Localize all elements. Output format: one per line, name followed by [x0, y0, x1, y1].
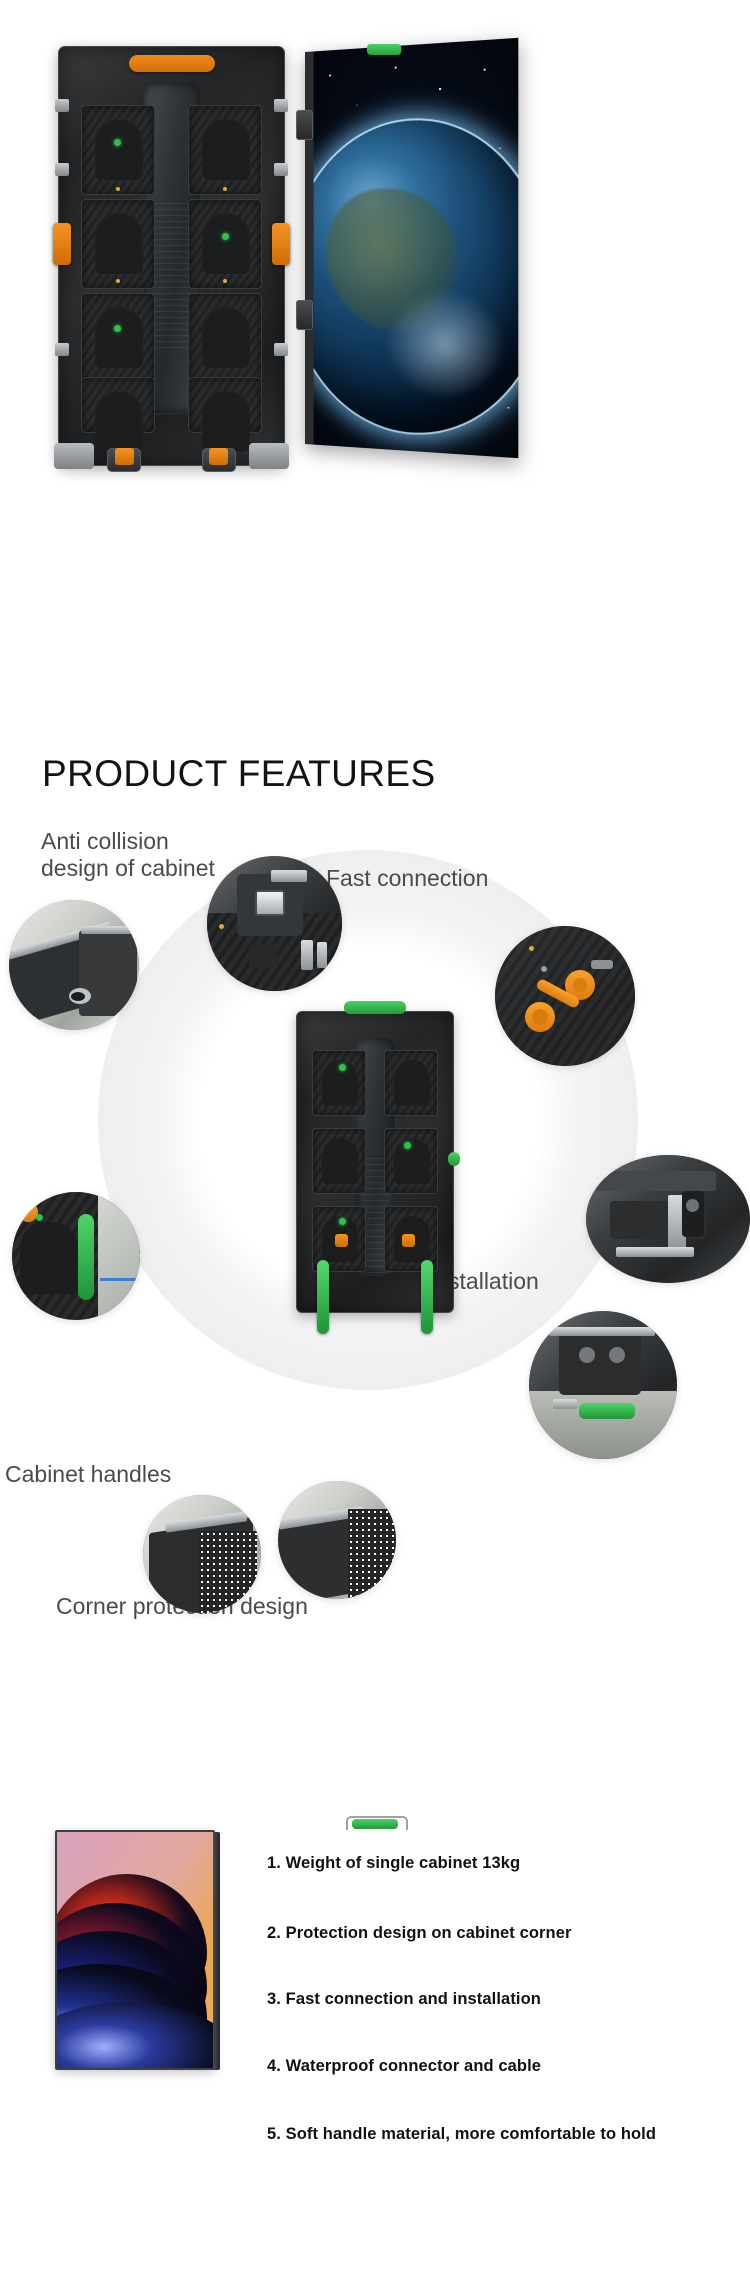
green-top-handle — [344, 1001, 406, 1014]
feature-center-cabinet-image — [296, 1011, 454, 1313]
spec-item-5: 5. Soft handle material, more comfortabl… — [267, 2125, 656, 2144]
earth-atmosphere-glow — [305, 112, 518, 443]
spec-item-3: 3. Fast connection and installation — [267, 1990, 541, 2009]
spec-item-2: 2. Protection design on cabinet corner — [267, 1924, 572, 1943]
status-led-green — [114, 325, 121, 332]
product-image-led-panel — [55, 1830, 215, 2070]
status-led-amber — [223, 187, 227, 191]
corner-plate — [54, 443, 94, 469]
bubble-fast-connection — [495, 926, 635, 1066]
bubble-anti-collision — [9, 900, 139, 1030]
orange-latch — [53, 223, 71, 265]
metal-latch — [274, 163, 288, 176]
metal-latch — [55, 99, 69, 112]
cabinet-module — [384, 1128, 438, 1194]
cabinet-module — [81, 105, 155, 195]
side-bracket — [296, 300, 313, 330]
bubble-top-connector — [207, 856, 342, 991]
orange-latch — [402, 1234, 415, 1247]
spec-item-1: 1. Weight of single cabinet 13kg — [267, 1854, 520, 1873]
rj45-port-icon — [255, 890, 285, 916]
orange-latch — [335, 1234, 348, 1247]
side-bracket — [296, 110, 313, 140]
cabinet-module — [188, 377, 262, 433]
product-features-section: PRODUCT FEATURES Anti collision design o… — [0, 495, 750, 1770]
product-image-cabinet-rear — [58, 46, 285, 466]
cabinet-module — [188, 199, 262, 289]
status-led-green — [339, 1064, 346, 1071]
corner-plate — [249, 443, 289, 469]
cabinet-module — [81, 377, 155, 433]
metal-latch — [274, 343, 288, 356]
panel-side-edge — [213, 1832, 220, 2070]
metal-latch — [55, 163, 69, 176]
foot-orange-lock — [115, 448, 134, 465]
bubble-cabinet-handle — [12, 1192, 140, 1320]
metal-latch — [274, 99, 288, 112]
bubble-corner-left — [143, 1495, 261, 1613]
cabinet-module — [81, 199, 155, 289]
green-side-handle — [421, 1260, 433, 1334]
cabinet-module — [384, 1050, 438, 1116]
green-handle-icon — [579, 1403, 635, 1419]
label-line-1: Fast connection — [326, 865, 488, 892]
bubble-fast-installation — [529, 1311, 677, 1459]
status-led-green — [404, 1142, 411, 1149]
cabinet-module — [188, 105, 262, 195]
page-title: PRODUCT FEATURES — [42, 753, 436, 795]
green-connector — [448, 1152, 460, 1166]
bubble-lock-mechanism — [586, 1155, 750, 1283]
feature-label-anti-collision: Anti collision design of cabinet — [41, 828, 215, 882]
metal-latch — [55, 343, 69, 356]
label-line-2: design of cabinet — [41, 855, 215, 882]
feature-label-fast-connection: Fast connection — [326, 865, 488, 892]
feature-label-cabinet-handles: Cabinet handles — [5, 1461, 171, 1488]
orange-lock-icon — [18, 1202, 38, 1222]
green-side-handle — [317, 1260, 329, 1334]
label-line-1: Anti collision — [41, 828, 215, 855]
cabinet-module — [188, 293, 262, 383]
specifications-section: 1. Weight of single cabinet 13kg 2. Prot… — [0, 1770, 750, 2281]
green-top-handle — [367, 44, 401, 55]
status-led-amber — [223, 279, 227, 283]
green-handle-icon — [78, 1214, 94, 1300]
status-led-green — [114, 139, 121, 146]
cabinet-module — [81, 293, 155, 383]
label-line-1: Cabinet handles — [5, 1461, 171, 1488]
cabinet-module — [312, 1050, 366, 1116]
status-led-green — [222, 233, 229, 240]
spec-item-4: 4. Waterproof connector and cable — [267, 2057, 541, 2076]
status-led-green — [339, 1218, 346, 1225]
orange-latch — [272, 223, 290, 265]
cabinet-module — [312, 1128, 366, 1194]
spine-vent-lines — [150, 203, 194, 353]
product-image-cabinet-front — [305, 38, 518, 458]
foot-orange-lock — [209, 448, 228, 465]
bubble-corner-right — [278, 1481, 396, 1599]
status-led-amber — [116, 279, 120, 283]
hero-product-images — [0, 0, 750, 495]
status-led-amber — [116, 187, 120, 191]
green-top-handle — [352, 1819, 398, 1829]
